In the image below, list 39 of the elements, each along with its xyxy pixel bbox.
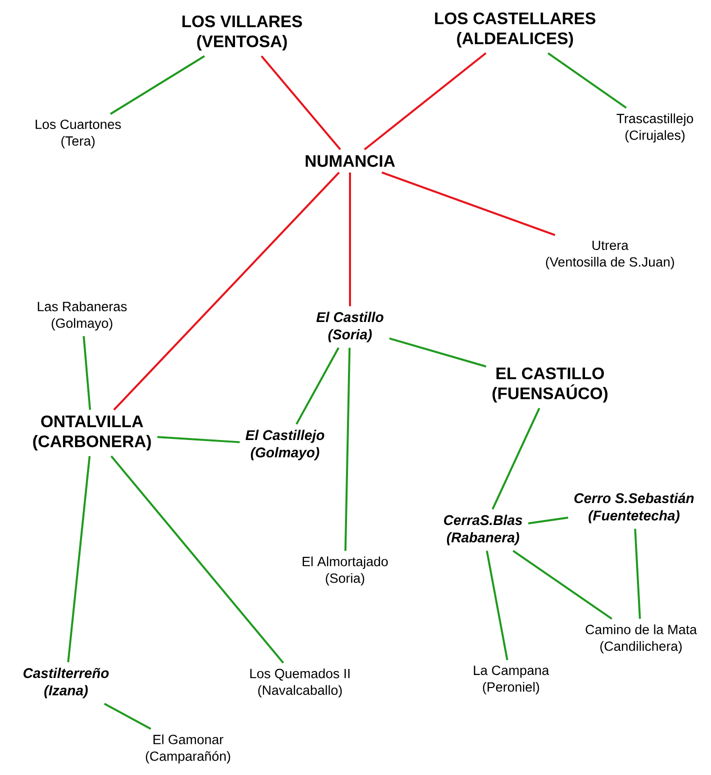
connector-line	[349, 172, 351, 306]
site-label: LOS VILLARES (VENTOSA)	[182, 15, 302, 51]
site-label: NUMANCIA	[306, 155, 395, 167]
site-label: Las Rabaneras (Golmayo)	[38, 301, 127, 331]
connector-line	[389, 337, 486, 368]
connector-line	[512, 550, 612, 620]
site-label: Trascastillejo (Cirujales)	[616, 113, 694, 143]
site-label: Cerro S.Sebastián (Fuentetecha)	[574, 492, 694, 524]
site-label: Los Quemados II (Navalcaballo)	[250, 668, 350, 698]
site-label: Castilterreño (Izana)	[24, 668, 109, 698]
connector-line	[67, 456, 91, 662]
site-label: El Almortajado (Soria)	[302, 556, 388, 586]
connector-line	[381, 172, 556, 236]
connector-line	[113, 172, 340, 411]
site-label: EL CASTILLO (FUENSAÚCO)	[492, 367, 608, 403]
connector-line	[110, 456, 284, 664]
site-label: ONTALVILLA (CARBONERA)	[33, 415, 151, 451]
connector-line	[486, 550, 508, 660]
site-label: LOS CASTELLARES (ALDEALICES)	[435, 12, 596, 48]
site-label: El Gamonar (Camparañón)	[146, 734, 230, 764]
connector-line	[110, 55, 205, 115]
site-label: La Campana (Peroniel)	[474, 666, 550, 694]
site-label: Utrera (Ventosilla de S.Juan)	[546, 240, 674, 270]
connector-line	[492, 408, 540, 510]
connector-line	[528, 516, 568, 524]
site-label: El Castillejo (Golmayo)	[246, 430, 324, 460]
connector-line	[104, 702, 152, 730]
site-label: Los Cuartones (Tera)	[36, 120, 121, 148]
connector-line	[260, 56, 342, 150]
connector-line	[157, 436, 240, 444]
connector-line	[634, 528, 641, 619]
site-label: El Castillo (Soria)	[316, 312, 384, 342]
site-label: Camino de la Mata (Candilichera)	[586, 624, 697, 654]
connector-line	[296, 347, 340, 425]
connector-line	[364, 52, 486, 150]
connector-line	[548, 52, 627, 109]
connector-line	[344, 348, 351, 551]
connector-line	[82, 336, 92, 410]
site-label: CerraS.Blas (Rabanera)	[444, 514, 522, 546]
